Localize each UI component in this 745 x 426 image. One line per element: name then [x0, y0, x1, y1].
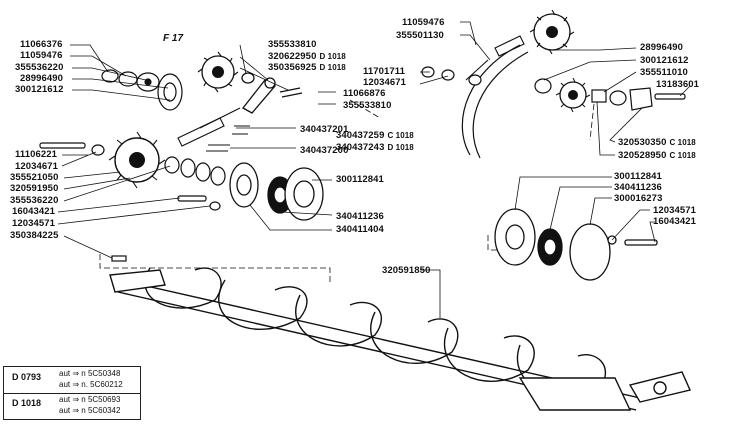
part-number-label: 355521050 [10, 172, 59, 183]
part-number-label: 28996490 [20, 73, 64, 84]
part-number-label: 12034671 [363, 77, 407, 88]
part-number-label: 355536220 [10, 195, 59, 206]
part-number-label: 13183601 [656, 79, 700, 90]
note-line: aut ⇒ n. 5C60212 [59, 380, 123, 389]
part-number-label: 11066876 [343, 88, 386, 99]
part-number-label: 340411236 [614, 182, 662, 193]
part-number-label: 11701711 [363, 66, 406, 77]
part-number-label: 340411236 [336, 211, 384, 222]
left-upper-sprocket [197, 51, 239, 93]
part-number-label: 11066376 [20, 39, 63, 50]
part-number-label: 300112841 [336, 174, 384, 185]
right-lower-sprocket [555, 77, 591, 113]
part-number-label: 16043421 [12, 206, 56, 217]
part-number-label: 355536220 [15, 62, 64, 73]
part-number-label: 12034671 [15, 161, 59, 172]
part-number-label: 340437201 [300, 124, 349, 135]
part-number-label: 300121612 [640, 55, 689, 66]
figure-reference: F 17 [163, 33, 184, 44]
part-number-label: 300121612 [15, 84, 64, 95]
left-upper-washers [101, 69, 183, 111]
right-chain-loop [461, 44, 529, 159]
part-number-label: 355511010 [640, 67, 688, 78]
part-number-label: 340411404 [336, 224, 384, 235]
note-code: D 1018 [12, 398, 42, 408]
part-number-label: 300112841 [614, 171, 662, 182]
part-number-label: 12034571 [12, 218, 56, 229]
note-code: D 0793 [12, 372, 42, 382]
note-row: D 0793 aut ⇒ n 5C50348 aut ⇒ n. 5C60212 [4, 367, 140, 394]
leader-lines [57, 21, 691, 318]
left-bearing-housing [229, 162, 324, 221]
note-line: aut ⇒ n 5C50693 [59, 395, 121, 404]
note-line: aut ⇒ n 5C50348 [59, 369, 121, 378]
part-number-label: 320591950 [10, 183, 59, 194]
right-bearing-assembly [494, 208, 658, 281]
part-number-label: 12034571 [653, 205, 697, 216]
part-number-label: 355501130 [396, 30, 444, 41]
part-number-label: 11106221 [15, 149, 58, 160]
left-lower-sprocket [108, 131, 166, 189]
auger-screw [109, 267, 691, 411]
part-number-label: 355533810 [268, 39, 317, 50]
left-lower-washers [91, 144, 226, 211]
part-number-label: 11059476 [20, 50, 63, 61]
right-upper-sprocket [529, 9, 575, 55]
left-bolts [39, 142, 207, 262]
tensioner-arm [241, 72, 303, 114]
right-small-parts [421, 66, 686, 111]
part-number-label: 11059476 [402, 17, 445, 28]
note-row: D 1018 aut ⇒ n 5C50693 aut ⇒ n 5C60342 [4, 393, 140, 419]
part-number-label: 350384225 [10, 230, 59, 241]
part-number-label: 300016273 [614, 193, 663, 204]
part-number-label: 16043421 [653, 216, 697, 227]
note-line: aut ⇒ n 5C60342 [59, 406, 121, 415]
part-number-label: 340437200 [300, 145, 349, 156]
chain-links [177, 35, 525, 152]
auger-part-number: 320591850 [382, 265, 431, 276]
serial-notes-box: D 0793 aut ⇒ n 5C50348 aut ⇒ n. 5C60212 … [3, 366, 141, 420]
part-number-label: 355533810 [343, 100, 392, 111]
part-number-label: 28996490 [640, 42, 684, 53]
